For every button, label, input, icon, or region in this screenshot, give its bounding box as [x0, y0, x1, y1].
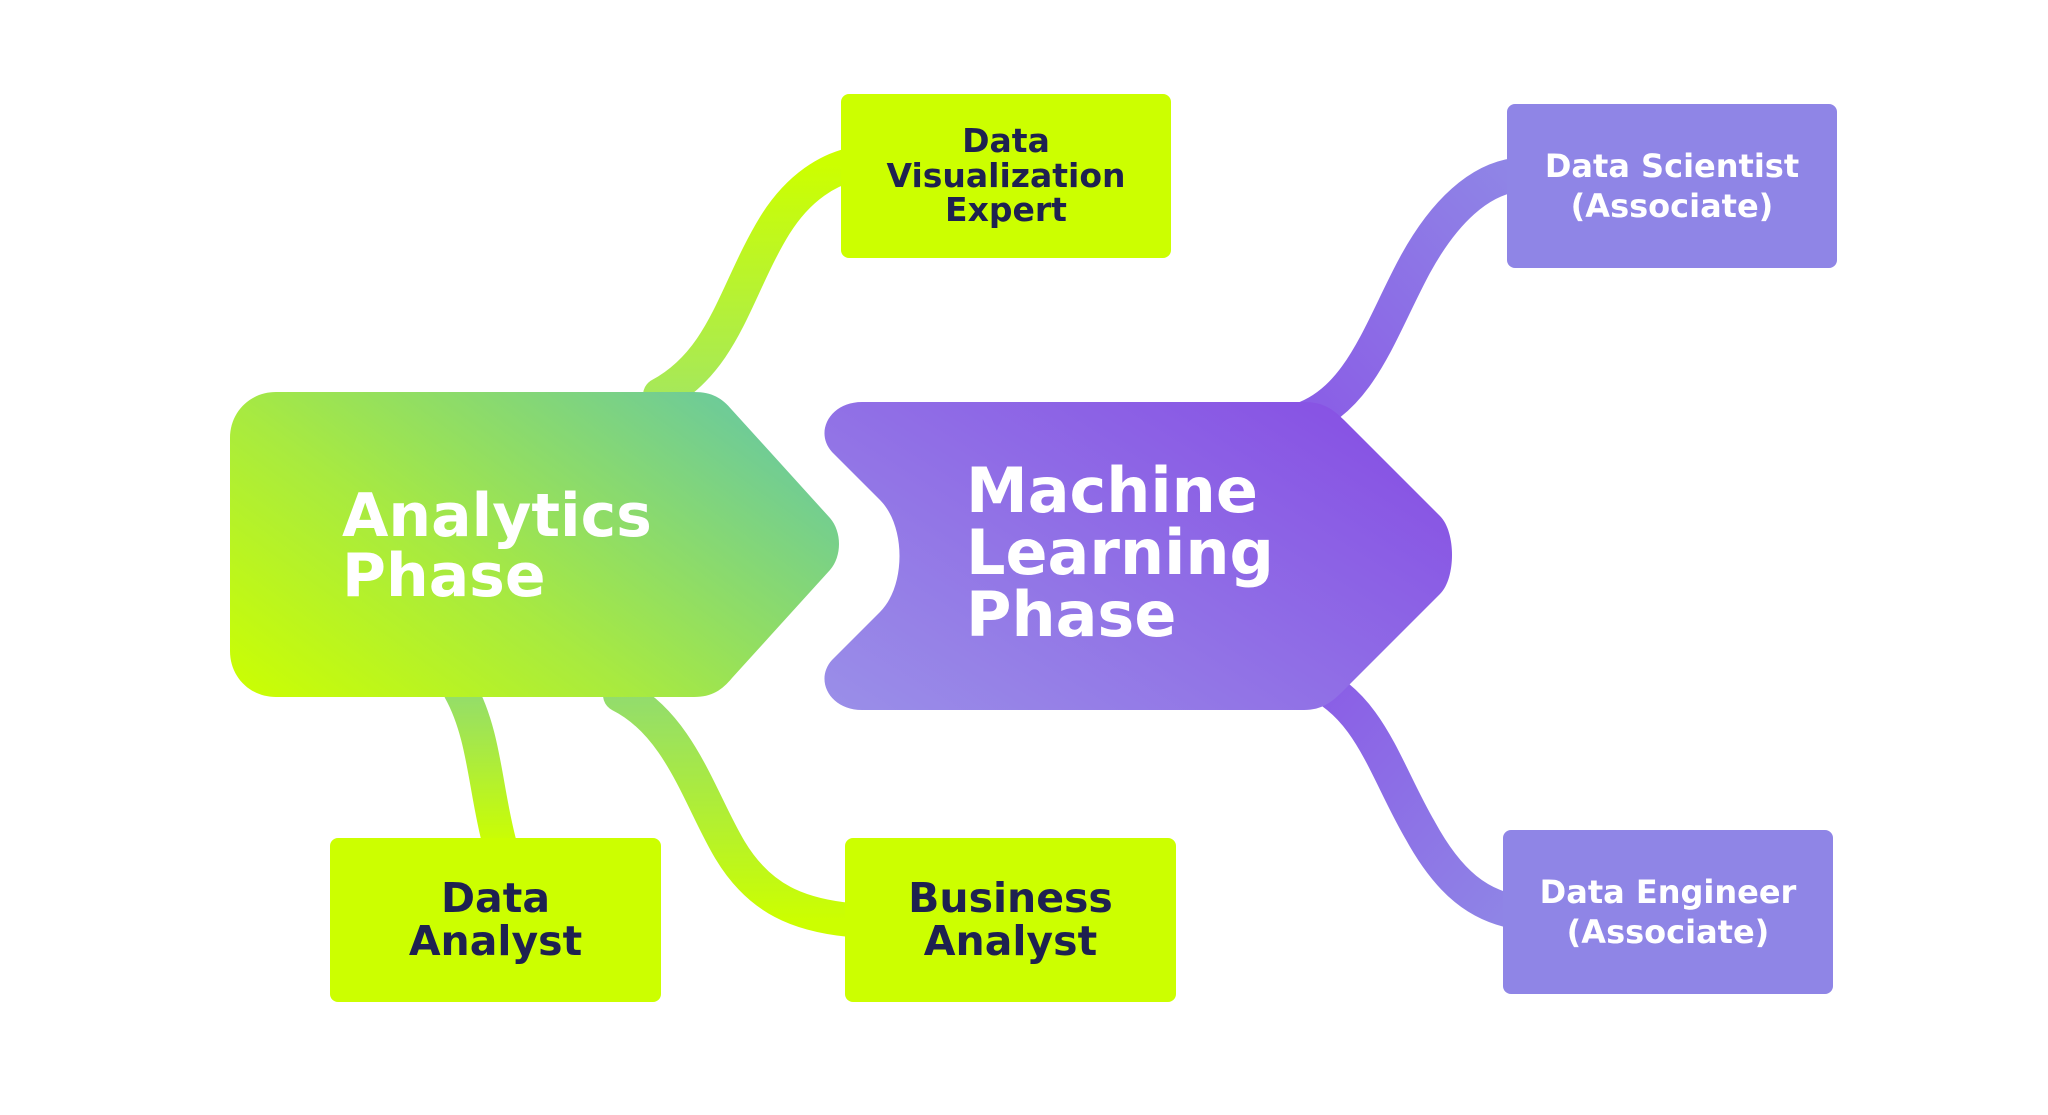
role-data-engineer-associate: Data Engineer (Associate): [1503, 830, 1833, 994]
analytics-phase-arrow: [230, 392, 839, 697]
role-data-scientist-associate: Data Scientist (Associate): [1507, 104, 1837, 268]
connector-analytics-to-business-analyst: [603, 678, 867, 937]
role-business-analyst: Business Analyst: [845, 838, 1176, 1002]
connector-analytics-to-dataviz: [643, 148, 867, 412]
connector-analytics-to-data-analyst: [443, 673, 517, 862]
machine-learning-phase-label: Machine Learning Phase: [966, 454, 1274, 651]
analytics-phase-label: Analytics Phase: [342, 481, 652, 611]
connector-ml-to-data-scientist: [1283, 158, 1532, 437]
machine-learning-phase-arrow: [824, 402, 1452, 710]
role-data-analyst: Data Analyst: [330, 838, 661, 1002]
connector-ml-to-data-engineer: [1293, 663, 1532, 929]
role-data-visualization-expert: Data Visualization Expert: [841, 94, 1171, 258]
